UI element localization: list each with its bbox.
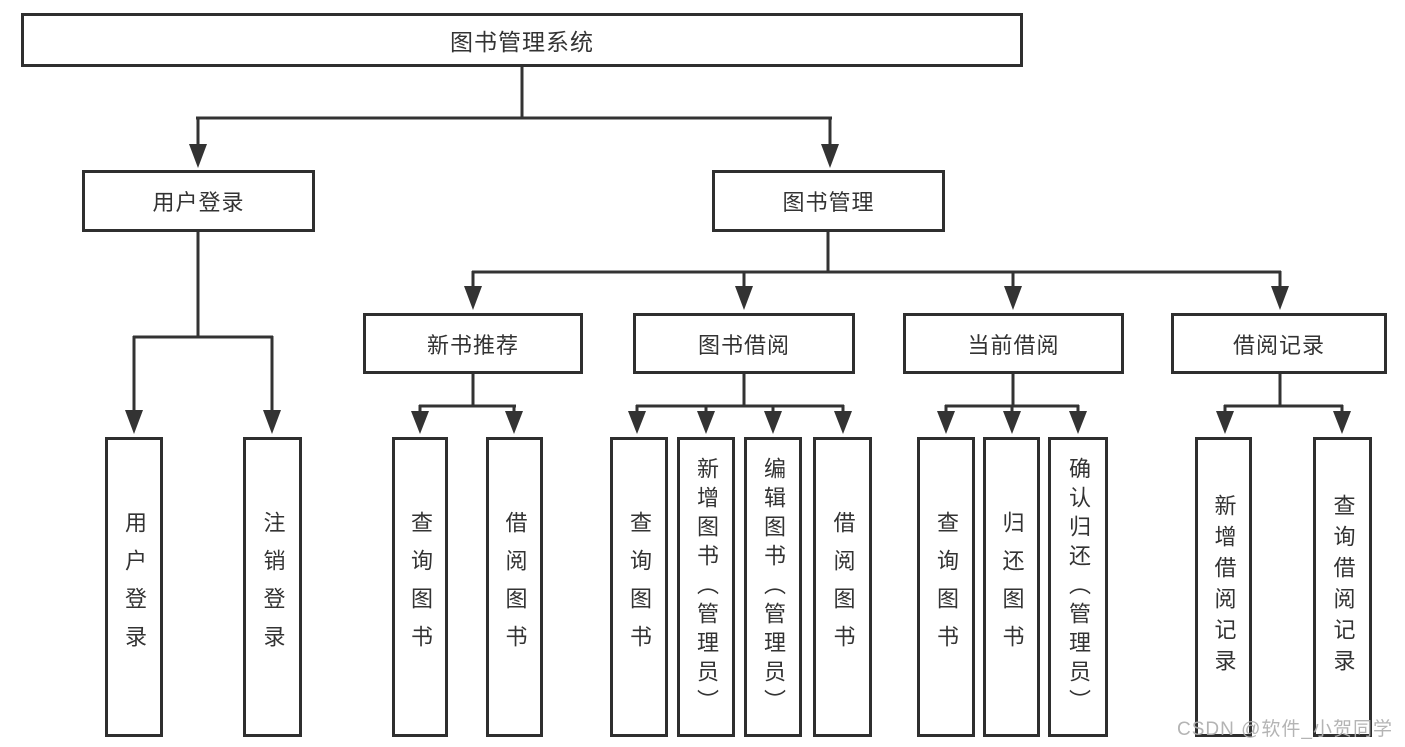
- node-user-login: 用户登录: [82, 170, 315, 232]
- node-borrow-records: 借阅记录: [1171, 313, 1387, 374]
- leaf-user-login-label: 用户登录: [122, 511, 147, 663]
- node-user-login-label: 用户登录: [152, 190, 245, 215]
- node-current-borrow-label: 当前借阅: [967, 332, 1060, 358]
- leaf-add-borrow-record: 新增借阅记录: [1195, 437, 1252, 737]
- leaf-query-books-recommend: 查询图书: [392, 437, 448, 737]
- node-current-borrow: 当前借阅: [903, 313, 1124, 374]
- leaf-query-books-borrow: 查询图书: [610, 437, 668, 737]
- leaf-confirm-return-admin: 确认归还（管理员）: [1048, 437, 1108, 737]
- leaf-borrow-books-recommend-label: 借阅图书: [502, 511, 528, 663]
- leaf-query-books-borrow-label: 查询图书: [627, 511, 652, 663]
- leaf-query-books-recommend-label: 查询图书: [408, 511, 433, 663]
- node-new-book-recommend: 新书推荐: [363, 313, 583, 374]
- leaf-return-books-label: 归还图书: [999, 511, 1025, 663]
- node-book-management: 图书管理: [712, 170, 945, 232]
- node-book-borrow: 图书借阅: [633, 313, 855, 374]
- leaf-query-books-current: 查询图书: [917, 437, 975, 737]
- leaf-query-books-current-label: 查询图书: [934, 511, 959, 663]
- leaf-confirm-return-admin-label: 确认归还（管理员）: [1066, 456, 1091, 718]
- leaf-edit-book-admin: 编辑图书（管理员）: [744, 437, 802, 737]
- leaf-borrow-books-recommend: 借阅图书: [486, 437, 543, 737]
- leaf-query-borrow-record: 查询借阅记录: [1313, 437, 1372, 737]
- leaf-borrow-books-label: 借阅图书: [830, 511, 856, 663]
- node-borrow-records-label: 借阅记录: [1232, 332, 1325, 358]
- leaf-add-book-admin: 新增图书（管理员）: [677, 437, 735, 737]
- node-book-management-label: 图书管理: [782, 190, 875, 215]
- leaf-edit-book-admin-label: 编辑图书（管理员）: [761, 456, 786, 718]
- leaf-add-book-admin-label: 新增图书（管理员）: [694, 456, 719, 718]
- leaf-add-borrow-record-label: 新增借阅记录: [1211, 494, 1237, 680]
- leaf-borrow-books: 借阅图书: [813, 437, 872, 737]
- node-book-borrow-label: 图书借阅: [697, 332, 790, 358]
- leaf-return-books: 归还图书: [983, 437, 1040, 737]
- leaf-logout: 注销登录: [243, 437, 302, 737]
- node-new-book-recommend-label: 新书推荐: [426, 332, 519, 358]
- leaf-logout-label: 注销登录: [260, 511, 286, 663]
- node-library-system-label: 图书管理系统: [450, 29, 594, 55]
- leaf-query-borrow-record-label: 查询借阅记录: [1330, 494, 1356, 680]
- node-library-system: 图书管理系统: [21, 13, 1023, 67]
- csdn-watermark: CSDN @软件_小贺同学: [1177, 719, 1393, 740]
- leaf-user-login: 用户登录: [105, 437, 163, 737]
